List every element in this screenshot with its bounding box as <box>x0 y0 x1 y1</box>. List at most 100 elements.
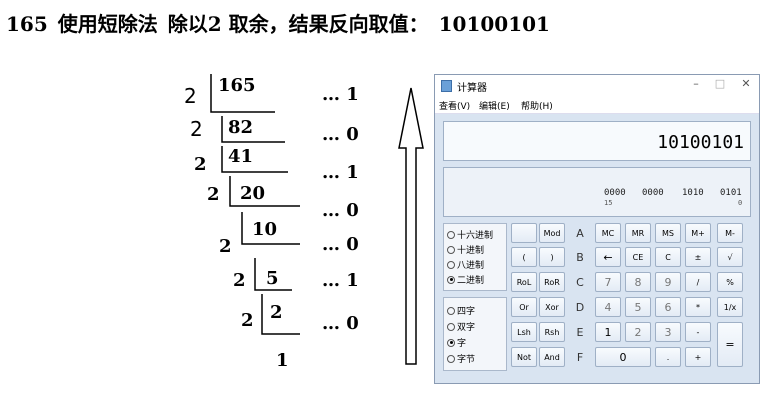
result-display: 10100101 <box>443 121 751 161</box>
menu-view[interactable]: 查看(V) <box>439 102 471 112</box>
bit-index: 0 <box>738 199 743 207</box>
key-rsh[interactable]: Rsh <box>539 322 565 342</box>
radio-dword[interactable]: 双字 <box>447 320 475 333</box>
key-d[interactable]: D <box>575 300 585 314</box>
key-0[interactable]: 0 <box>595 347 651 367</box>
key-not[interactable]: Not <box>511 347 537 367</box>
key-e[interactable]: E <box>576 325 584 339</box>
remainder: … 0 <box>322 200 359 221</box>
key-4[interactable]: 4 <box>595 297 621 317</box>
key-5[interactable]: 5 <box>625 297 651 317</box>
key-mod[interactable]: Mod <box>539 223 565 243</box>
key-7[interactable]: 7 <box>595 272 621 292</box>
radio-dot-icon <box>447 354 455 363</box>
radio-bin[interactable]: 二进制 <box>447 273 484 286</box>
radio-dot-icon <box>447 306 455 315</box>
quotient: 10 <box>252 219 278 240</box>
key-ror[interactable]: RoR <box>539 272 565 292</box>
divisor: 2 <box>207 184 220 205</box>
key-xor[interactable]: Xor <box>539 297 565 317</box>
radio-dot-icon <box>447 322 455 331</box>
key-reciprocal[interactable]: 1/x <box>717 297 743 317</box>
key-f[interactable]: F <box>576 350 584 364</box>
key-9[interactable]: 9 <box>655 272 681 292</box>
title-method: 使用短除法 <box>57 12 158 36</box>
key-ms[interactable]: MS <box>655 223 681 243</box>
key-lsh[interactable]: Lsh <box>511 322 537 342</box>
key-m-plus[interactable]: M+ <box>685 223 711 243</box>
display-value: 10100101 <box>657 132 744 153</box>
key-or[interactable]: Or <box>511 297 537 317</box>
close-button[interactable]: ✕ <box>741 77 751 90</box>
up-arrow-icon <box>398 87 424 365</box>
key-equals[interactable]: = <box>717 322 743 367</box>
remainder: … 1 <box>322 162 359 183</box>
key-divide[interactable]: / <box>685 272 711 292</box>
menu-edit[interactable]: 编辑(E) <box>479 102 510 112</box>
radix-group: 十六进制 十进制 八进制 二进制 <box>443 223 507 291</box>
key-8[interactable]: 8 <box>625 272 651 292</box>
radio-dot-selected-icon <box>447 275 455 284</box>
key-rol[interactable]: RoL <box>511 272 537 292</box>
key-3[interactable]: 3 <box>655 322 681 342</box>
quotient: 82 <box>228 117 254 138</box>
maximize-button[interactable]: □ <box>714 77 726 90</box>
key-sqrt[interactable]: √ <box>717 247 743 267</box>
radio-qword[interactable]: 四字 <box>447 304 475 317</box>
radio-dot-icon <box>447 260 455 269</box>
menu-bar: 查看(V) 编辑(E) 帮助(H) <box>435 97 759 114</box>
radio-hex[interactable]: 十六进制 <box>447 228 493 241</box>
division-bracket-lines <box>210 74 300 335</box>
key-m-minus[interactable]: M- <box>717 223 743 243</box>
bit-group: 1010 <box>682 188 704 198</box>
key-a[interactable]: A <box>576 226 584 240</box>
remainder: … 0 <box>322 124 359 145</box>
divisor: 2 <box>219 236 232 257</box>
minimize-button[interactable]: – <box>693 77 699 90</box>
divisor: 2 <box>184 84 197 108</box>
title-result: 10100101 <box>438 12 550 36</box>
key-decimal[interactable]: . <box>655 347 681 367</box>
bit-group: 0101 <box>720 188 742 198</box>
key-close-paren[interactable]: ) <box>539 247 565 267</box>
quotient: 41 <box>228 146 254 167</box>
key-minus[interactable]: - <box>685 322 711 342</box>
window-title: 计算器 <box>457 83 487 94</box>
radio-oct[interactable]: 八进制 <box>447 258 484 271</box>
bit-display: 0000 0000 1010 0101 15 0 <box>443 167 751 217</box>
remainder: … 0 <box>322 234 359 255</box>
quotient: 2 <box>270 302 283 323</box>
key-b[interactable]: B <box>576 250 584 264</box>
key-1[interactable]: 1 <box>595 322 621 342</box>
radio-word[interactable]: 字 <box>447 336 466 349</box>
divisor: 2 <box>190 117 203 141</box>
key-and[interactable]: And <box>539 347 565 367</box>
key-hex-c[interactable]: C <box>576 275 584 289</box>
key-open-paren[interactable]: ( <box>511 247 537 267</box>
key-c[interactable]: C <box>655 247 681 267</box>
menu-help[interactable]: 帮助(H) <box>521 102 553 112</box>
key-mr[interactable]: MR <box>625 223 651 243</box>
radio-dot-selected-icon <box>447 338 455 347</box>
key-multiply[interactable]: * <box>685 297 711 317</box>
final-quotient: 1 <box>276 350 289 371</box>
calculator-icon <box>441 80 452 92</box>
quotient: 20 <box>240 183 266 204</box>
radio-dot-icon <box>447 245 455 254</box>
backspace-key[interactable]: ← <box>595 247 621 267</box>
radio-byte[interactable]: 字节 <box>447 352 475 365</box>
quotient: 5 <box>266 268 279 289</box>
key-negate[interactable]: ± <box>685 247 711 267</box>
key-mc[interactable]: MC <box>595 223 621 243</box>
key-percent[interactable]: % <box>717 272 743 292</box>
remainder: … 1 <box>322 84 359 105</box>
divisor: 2 <box>233 270 246 291</box>
key-plus[interactable]: + <box>685 347 711 367</box>
key-6[interactable]: 6 <box>655 297 681 317</box>
radio-dot-icon <box>447 230 455 239</box>
key-2[interactable]: 2 <box>625 322 651 342</box>
key-ce[interactable]: CE <box>625 247 651 267</box>
calculator-window: 计算器 – □ ✕ 查看(V) 编辑(E) 帮助(H) 10100101 000… <box>434 74 760 384</box>
radio-dec[interactable]: 十进制 <box>447 243 484 256</box>
